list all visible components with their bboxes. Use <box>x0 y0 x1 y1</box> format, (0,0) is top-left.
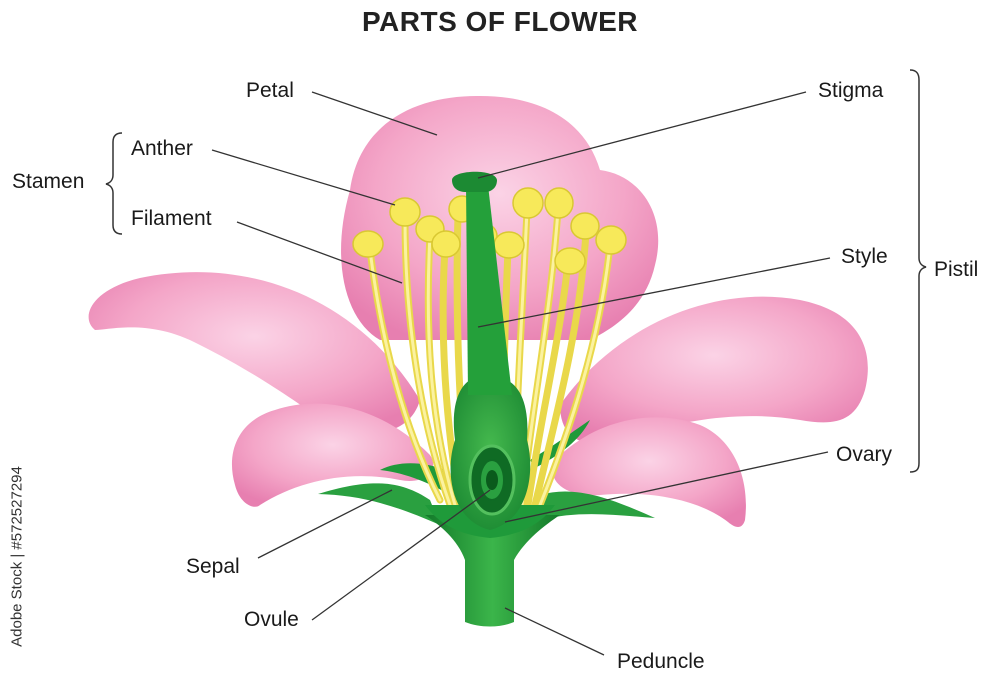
pistil-brace <box>909 69 927 473</box>
left-petal <box>88 272 420 433</box>
lower-right-petal <box>552 417 746 527</box>
sepal-left-2 <box>380 463 450 495</box>
peduncle-shape <box>425 515 560 627</box>
label-ovule: Ovule <box>244 608 299 631</box>
anthers <box>352 187 627 275</box>
label-ovary: Ovary <box>836 443 893 466</box>
ovule-dot <box>486 470 498 490</box>
style-shape <box>466 185 512 395</box>
label-sepal: Sepal <box>186 555 240 578</box>
label-petal: Petal <box>246 79 294 102</box>
leader-lines <box>211 91 831 656</box>
label-anther: Anther <box>131 137 193 160</box>
right-petal <box>560 296 868 444</box>
label-style: Style <box>841 245 888 268</box>
lower-left-petal <box>231 403 434 507</box>
label-pistil: Pistil <box>934 258 979 281</box>
watermark-text: Adobe Stock | #572527294 <box>8 466 26 647</box>
stigma-shape <box>452 171 497 192</box>
label-stigma: Stigma <box>818 79 884 102</box>
label-filament: Filament <box>131 207 212 230</box>
sepal-left <box>318 483 440 525</box>
label-stamen: Stamen <box>12 170 85 193</box>
diagram-title: PARTS OF FLOWER <box>361 6 639 37</box>
stock-watermark: Adobe Stock | #572527294 <box>2 448 32 678</box>
sepal-right <box>540 491 655 520</box>
label-peduncle: Peduncle <box>617 650 705 673</box>
stamen-brace <box>105 132 123 235</box>
